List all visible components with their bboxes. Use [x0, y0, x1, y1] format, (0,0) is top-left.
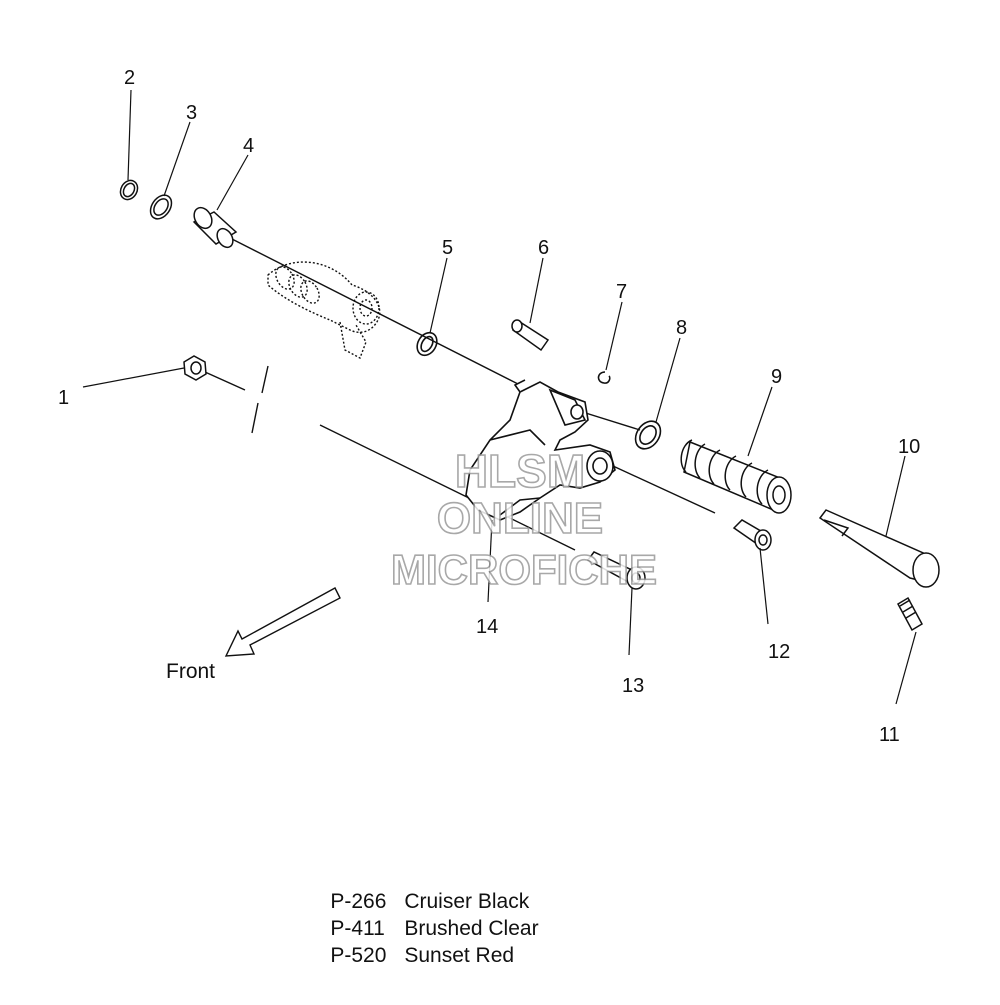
part-1-nut [183, 355, 207, 381]
finish-code-legend: P-266 Cruiser Black P-411 Brushed Clear P-… [307, 861, 539, 967]
finish-name: Brushed Clear [404, 917, 539, 940]
callout-14: 14 [476, 616, 498, 638]
callout-8: 8 [676, 317, 687, 339]
front-arrow-icon [224, 587, 341, 657]
part-3-washer [149, 194, 173, 220]
callout-6: 6 [538, 237, 549, 259]
part-4-bushing [192, 206, 238, 249]
finish-row: P-520 Sunset Red [307, 915, 539, 967]
leader-lines [82, 89, 917, 705]
finish-code: P-520 [330, 944, 387, 967]
finish-name: Sunset Red [404, 944, 515, 967]
finish-row: P-411 Brushed Clear [307, 888, 538, 940]
watermark: HLSM ONLINE MICROFICHE [390, 444, 658, 594]
part-8-washer [634, 420, 662, 450]
watermark-line-1: HLSM [455, 445, 585, 497]
callout-11: 11 [879, 724, 900, 746]
part-11-set-screw [897, 596, 923, 632]
finish-name: Cruiser Black [404, 890, 530, 913]
callout-12: 12 [768, 641, 790, 663]
part-2-snap-ring [119, 179, 139, 201]
callout-7: 7 [616, 281, 627, 303]
finish-row: P-266 Cruiser Black [307, 861, 539, 913]
part-7-e-clip [597, 371, 611, 384]
part-10-clevis-pin [818, 509, 940, 588]
phantom-shift-lever [267, 261, 381, 359]
callout-13: 13 [622, 675, 644, 697]
part-9-footpeg-rubber [680, 439, 792, 514]
callout-1: 1 [58, 387, 69, 409]
part-13-bolt [586, 551, 646, 590]
part-6-pin [511, 319, 550, 352]
finish-code: P-266 [330, 890, 387, 913]
part-12-cap-screw [732, 519, 772, 551]
callout-5: 5 [442, 237, 453, 259]
callout-3: 3 [186, 102, 197, 124]
part-5-o-ring [416, 331, 438, 357]
callout-4: 4 [243, 135, 254, 157]
callout-2: 2 [124, 67, 135, 89]
front-label: Front [166, 660, 215, 683]
callout-9: 9 [771, 366, 782, 388]
part-14-shift-lever [465, 379, 616, 521]
finish-code: P-411 [330, 917, 385, 940]
watermark-line-2: ONLINE [437, 494, 603, 543]
watermark-line-3: MICROFICHE [391, 546, 657, 593]
callout-10: 10 [898, 436, 920, 458]
callout-labels: 1 2 3 4 5 6 7 8 9 10 11 12 13 14 [58, 67, 920, 746]
